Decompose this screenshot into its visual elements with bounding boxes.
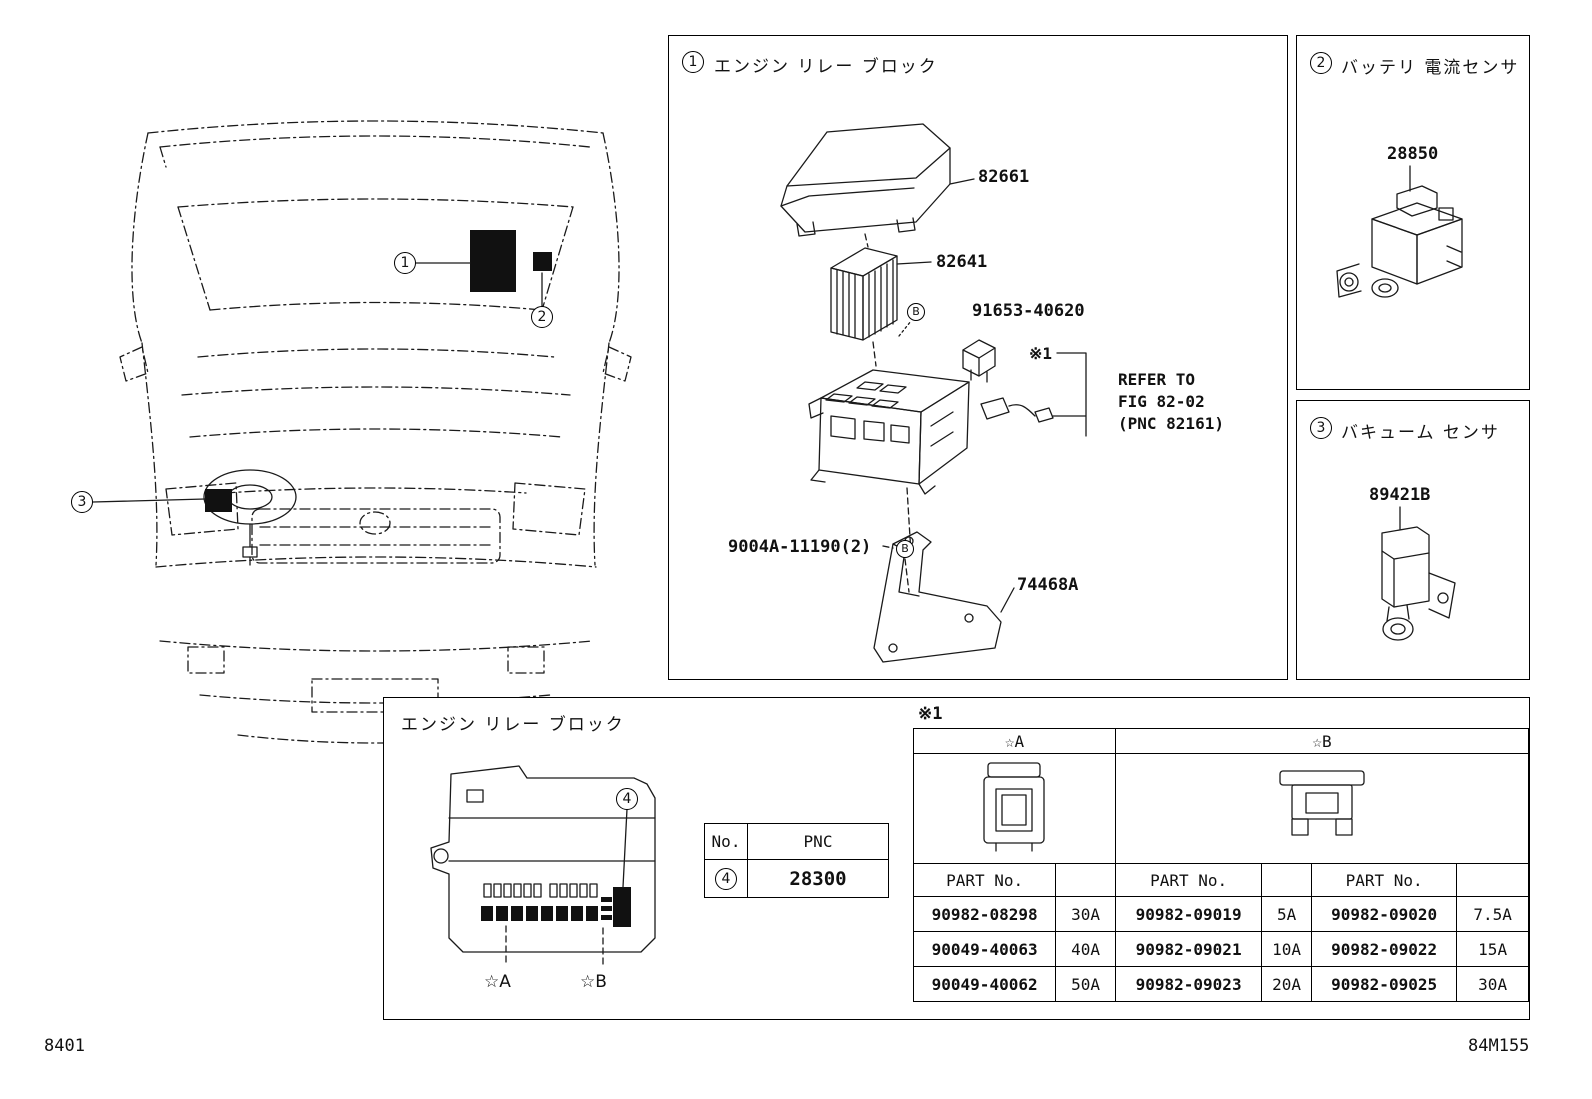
note-ref-1: ※1 [1029, 344, 1053, 363]
bolt-mark-b2: B [896, 540, 914, 558]
part-number-cell: 90982-09021 [1114, 931, 1263, 967]
fuse-table-col-a-header: ☆A [913, 728, 1116, 754]
connector-drawing [980, 397, 1054, 423]
fuse-highlight-a [481, 906, 598, 921]
vehicle-overview: 1 2 3 [0, 0, 680, 744]
callout-2: 2 [531, 306, 553, 328]
amp-cell: 40A [1055, 931, 1116, 967]
callout-4-table: 4 [715, 867, 737, 890]
vacuum-sensor-drawing [1381, 506, 1456, 641]
relay-housing-drawing [808, 369, 970, 495]
part-number-cell: 90982-09020 [1311, 896, 1458, 932]
amp-cell: 5A [1261, 896, 1313, 932]
fuse-table-row: 90982-08298 30A 90982-09019 5A 90982-090… [912, 896, 1529, 932]
part-no-header-b1: PART No. [1114, 863, 1263, 897]
amp-cell: 50A [1055, 966, 1116, 1002]
fuse-part-table: ☆A ☆B [912, 728, 1530, 1002]
relay-block-location-mark [470, 230, 516, 292]
part-number-cell: 90049-40063 [912, 931, 1057, 967]
part-no-header-a: PART No. [912, 863, 1057, 897]
panel-relay-number: 1 [682, 51, 704, 73]
panel-vacuum-number: 3 [1310, 417, 1332, 439]
panel-relay-block-detail: エンジン リレー ブロック [383, 697, 1530, 1020]
part-number-cell: 90982-09023 [1114, 966, 1263, 1002]
fuse-highlight-b [601, 897, 612, 920]
callout-3: 3 [71, 491, 93, 513]
fuse-b-image-cell [1114, 753, 1530, 864]
pnc-table-no-header: No. [704, 823, 748, 860]
star-b-label: ☆B [580, 972, 607, 992]
fuse-box-top-view-drawing [430, 765, 656, 965]
panel-vacuum-sensor: 3 バキューム センサ 89421B [1296, 400, 1530, 680]
amp-cell: 30A [1456, 966, 1529, 1002]
part-no-header-b2: PART No. [1311, 863, 1458, 897]
amp-header-b1 [1261, 863, 1313, 897]
vehicle-front-drawing [92, 120, 632, 744]
amp-cell: 7.5A [1456, 896, 1529, 932]
panel-battery-title: バッテリ 電流センサ [1341, 58, 1520, 78]
relay-28300-location-mark [613, 887, 631, 927]
block-part-number: 82641 [936, 252, 988, 272]
callout-1: 1 [394, 252, 416, 274]
fuse-a-image-cell [913, 753, 1116, 864]
note-ref-2: ※1 [918, 704, 943, 724]
part-number-cell: 90049-40062 [912, 966, 1057, 1002]
cover-part-number: 82661 [978, 167, 1030, 187]
vacuum-sensor-part-number: 89421B [1369, 485, 1431, 505]
part-number-cell: 90982-08298 [912, 896, 1057, 932]
spare-fuse-drawing [962, 339, 996, 383]
panel-engine-relay-block: 1 エンジン リレー ブロック [668, 35, 1288, 680]
pnc-table-pnc-header: PNC [747, 823, 889, 860]
relay-block-exploded-drawing [780, 123, 1087, 663]
bracket-drawing [873, 531, 1015, 663]
fuse-type-b-drawing [1279, 769, 1365, 836]
pnc-row-value: 28300 [747, 859, 889, 898]
amp-cell: 10A [1261, 931, 1313, 967]
fuse-type-a-drawing [983, 761, 1046, 852]
refer-to-line1: REFER TO [1118, 370, 1196, 389]
amp-header-b2 [1456, 863, 1529, 897]
figure-code: 84M155 [1468, 1036, 1530, 1056]
amp-cell: 30A [1055, 896, 1116, 932]
amp-header-a [1055, 863, 1116, 897]
panel-relay-title: エンジン リレー ブロック [714, 57, 938, 77]
fuse-table-col-b-header: ☆B [1114, 728, 1530, 754]
bolt-mark-b1: B [907, 303, 925, 321]
part-number-cell: 90982-09019 [1114, 896, 1263, 932]
bracket-part-number: 74468A [1017, 575, 1079, 595]
refer-to-line2: FIG 82-02 [1118, 392, 1205, 411]
fuse-table-row: 90049-40063 40A 90982-09021 10A 90982-09… [912, 931, 1529, 967]
pnc-table: No. PNC 4 28300 [704, 823, 889, 898]
callout-4: 4 [616, 788, 638, 810]
amp-cell: 15A [1456, 931, 1529, 967]
relay-cover-drawing [780, 123, 975, 237]
panel-vacuum-title: バキューム センサ [1341, 423, 1500, 443]
screw-part-number: 91653-40620 [972, 301, 1085, 321]
fuse-slots-row [483, 883, 598, 898]
bolt-part-number: 9004A-11190(2) [728, 537, 872, 557]
refer-to-line3: (PNC 82161) [1118, 414, 1224, 433]
vacuum-sensor-location-mark [205, 489, 232, 512]
part-number-cell: 90982-09025 [1311, 966, 1458, 1002]
amp-cell: 20A [1261, 966, 1313, 1002]
battery-current-sensor-drawing [1336, 165, 1463, 298]
bottom-title: エンジン リレー ブロック [401, 715, 625, 735]
relay-block-drawing [830, 247, 932, 341]
panel-battery-current-sensor: 2 バッテリ 電流センサ 28850 [1296, 35, 1530, 390]
fuse-table-row: 90049-40062 50A 90982-09023 20A 90982-09… [912, 966, 1529, 1002]
battery-sensor-part-number: 28850 [1387, 144, 1439, 164]
panel-battery-number: 2 [1310, 52, 1332, 74]
page-number: 8401 [44, 1036, 85, 1056]
horn-drawing [203, 469, 297, 566]
star-a-label: ☆A [484, 972, 511, 992]
battery-sensor-location-mark [533, 252, 552, 271]
pnc-row-number-cell: 4 [704, 859, 748, 898]
part-number-cell: 90982-09022 [1311, 931, 1458, 967]
